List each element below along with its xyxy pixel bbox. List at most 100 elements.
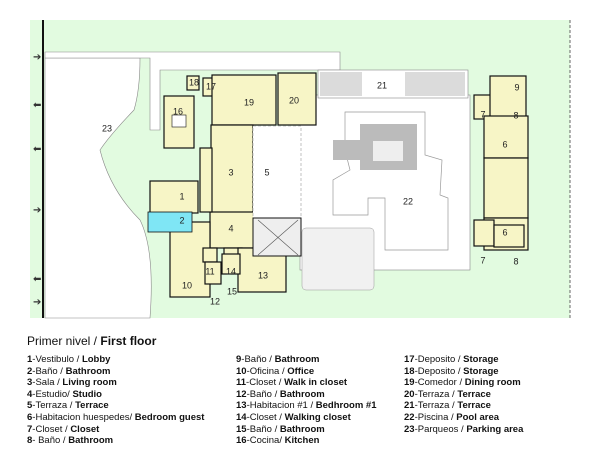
- legend-item: 6-Habitacion huespedes/ Bedroom guest: [27, 412, 204, 424]
- legend-item: 16-Cocina/ Kitchen: [236, 435, 376, 447]
- room-label: 7: [480, 255, 485, 265]
- legend-number: 12: [236, 388, 247, 400]
- legend-number: 23: [404, 423, 415, 435]
- legend-spanish: -Baño /: [246, 388, 280, 400]
- parking-area: [44, 57, 152, 319]
- legend-item: 10-Oficina / Office: [236, 366, 376, 378]
- room-label: 11: [205, 266, 214, 276]
- kitchen-island: [171, 114, 187, 128]
- legend-item: 18-Deposito / Storage: [404, 366, 523, 378]
- room-label: 19: [244, 97, 254, 107]
- rooms: [149, 72, 529, 298]
- legend-english: Parking area: [466, 423, 524, 435]
- legend-number: 11: [236, 377, 247, 389]
- plan-title: Primer nivel / First floor: [27, 334, 156, 348]
- legend-number: 8: [27, 435, 33, 447]
- pool-platform-center: [373, 141, 403, 161]
- legend-english: Terrace: [457, 400, 491, 412]
- room-label: 17: [206, 81, 216, 91]
- legend-item: 9-Baño / Bathroom: [236, 354, 376, 366]
- legend-spanish: -Sala /: [32, 377, 63, 389]
- legend-english: Bathroom: [279, 423, 325, 435]
- room-labels: 1 2 3 4 5 6 6 7 7 8 8 9 10 11 12 13 14 1…: [102, 77, 520, 306]
- legend-spanish: -Oficina /: [246, 365, 288, 377]
- legend-spanish: -Baño /: [32, 365, 66, 377]
- room-label: 14: [226, 266, 236, 276]
- arrow-left-icon: ⬅: [33, 274, 41, 285]
- arrow-left-icon: ⬅: [33, 144, 41, 155]
- legend-spanish: -Baño /: [246, 423, 280, 435]
- legend-number: 9: [236, 354, 242, 365]
- legend-spanish: -Closet /: [32, 423, 71, 435]
- legend-number: 16: [236, 435, 247, 447]
- pool-lawn: [301, 227, 375, 291]
- legend-spanish: -Habitacion #1 /: [246, 400, 316, 412]
- legend-english: Storage: [463, 354, 499, 365]
- legend-english: Bedroom guest: [134, 411, 205, 423]
- legend-item: 4-Estudio/ Studio: [27, 389, 204, 401]
- legend-number: 6: [27, 411, 33, 423]
- legend-item: 17-Deposito / Storage: [404, 354, 523, 366]
- arrow-left-icon: ⬅: [33, 100, 41, 111]
- room-label: 7: [480, 109, 485, 119]
- pergola: [405, 72, 465, 96]
- legend-item: 22-Piscina / Pool area: [404, 412, 523, 424]
- legend-number: 13: [236, 400, 247, 412]
- legend-english: Bathroom: [65, 365, 111, 377]
- legend-english: Living room: [62, 377, 117, 389]
- room-label: 3: [228, 167, 233, 177]
- room-label: 16: [173, 106, 183, 116]
- legend-english: Pool area: [456, 411, 500, 423]
- room-label: 4: [228, 223, 233, 233]
- legend-item: 2-Baño / Bathroom: [27, 366, 204, 378]
- legend-item: 15-Baño / Bathroom: [236, 424, 376, 436]
- legend-number: 2: [27, 365, 33, 377]
- arrow-right-icon: ➔: [33, 297, 41, 308]
- legend-english: Terrace: [75, 400, 109, 412]
- legend-item: 12-Baño / Bathroom: [236, 389, 376, 401]
- legend-item: 8- Baño / Bathroom: [27, 435, 204, 447]
- arrow-right-icon: ➔: [33, 205, 41, 216]
- pergola: [320, 72, 362, 96]
- legend-item: 7-Closet / Closet: [27, 424, 204, 436]
- legend-spanish: -Closet /: [246, 377, 285, 389]
- legend-number: 5: [27, 400, 33, 412]
- legend-spanish: -Estudio/: [32, 388, 73, 400]
- room-label: 6: [502, 227, 507, 237]
- legend-english: Walk in closet: [284, 377, 348, 389]
- legend-number: 22: [404, 411, 415, 423]
- legend-number: 20: [404, 388, 415, 400]
- legend-english: Storage: [463, 365, 499, 377]
- title-en: First floor: [100, 334, 157, 348]
- room-label: 20: [289, 95, 299, 105]
- room-label: 6: [502, 139, 507, 149]
- room-label: 5: [264, 167, 269, 177]
- room-label: 12: [210, 296, 220, 306]
- void-x: [257, 219, 299, 256]
- legend-number: 3: [27, 377, 33, 389]
- legend-number: 19: [404, 377, 415, 389]
- legend-english: Bedhroom #1: [315, 400, 377, 412]
- legend-item: 5-Terraza / Terrace: [27, 400, 204, 412]
- legend-spanish: -Vestibulo /: [32, 354, 82, 365]
- legend-spanish: -Terraza /: [414, 388, 458, 400]
- legend-number: 10: [236, 365, 247, 377]
- legend-item: 3-Sala / Living room: [27, 377, 204, 389]
- legend-number: 15: [236, 423, 247, 435]
- room-label: 8: [513, 256, 518, 266]
- floor-plan: 1 2 3 4 5 6 6 7 7 8 8 9 10 11 12 13 14 1…: [30, 20, 571, 319]
- driveway: [44, 51, 341, 131]
- legend-spanish: -Closet /: [246, 411, 285, 423]
- legend-number: 4: [27, 388, 33, 400]
- legend-spanish: -Terraza /: [414, 400, 458, 412]
- room-label: 8: [513, 110, 518, 120]
- legend-number: 14: [236, 411, 247, 423]
- legend-item: 21-Terraza / Terrace: [404, 400, 523, 412]
- legend-english: Lobby: [81, 354, 111, 365]
- legend-english: Bathroom: [274, 354, 320, 365]
- legend-spanish: -Deposito /: [414, 365, 464, 377]
- legend-english: Bathroom: [279, 388, 325, 400]
- legend-spanish: -Habitacion huespedes/: [32, 411, 135, 423]
